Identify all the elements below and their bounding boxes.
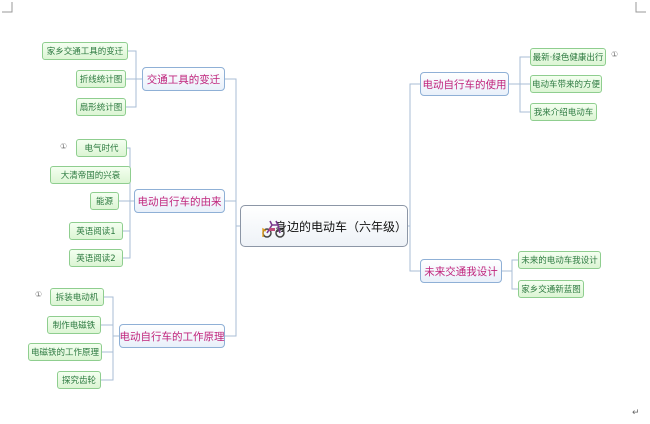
leaf-label: 探究齿轮 <box>61 376 96 386</box>
branch-future-transport[interactable]: 未来交通我设计 <box>420 259 502 283</box>
connector <box>126 79 137 108</box>
connector <box>519 84 530 113</box>
paragraph-mark: ↵ <box>632 408 640 418</box>
connector <box>408 83 420 227</box>
leaf-label: 未来的电动车我设计 <box>521 256 598 266</box>
marker-label: ① <box>35 290 43 299</box>
connector <box>101 336 114 381</box>
branch-label: 未来交通我设计 <box>424 265 498 278</box>
leaf-node[interactable]: 家乡交通工具的变迁 <box>42 42 128 60</box>
leaf-label: 我来介绍电动车 <box>533 108 594 118</box>
branch-ebike-principle[interactable]: 电动自行车的工作原理 <box>119 324 225 348</box>
leaf-node[interactable]: 大清帝国的兴衰 <box>50 166 131 184</box>
priority-marker-icon: ① <box>35 290 42 299</box>
leaf-node[interactable]: 我来介绍电动车 <box>530 103 597 121</box>
branch-label: 交通工具的变迁 <box>146 73 221 86</box>
leaf-label: 电动车带来的方便 <box>531 80 600 90</box>
leaf-node[interactable]: 电气时代 <box>76 139 127 157</box>
connector <box>128 50 142 80</box>
leaf-label: 大清帝国的兴衰 <box>60 171 121 181</box>
leaf-label: 家乡交通新蓝图 <box>521 285 581 295</box>
leaf-node[interactable]: 电动车带来的方便 <box>530 75 602 93</box>
leaf-label: 电磁铁的工作原理 <box>30 348 99 358</box>
leaf-node[interactable]: 折线统计图 <box>76 70 126 88</box>
leaf-node[interactable]: 英语阅读2 <box>69 249 123 267</box>
branch-transport-change[interactable]: 交通工具的变迁 <box>142 67 225 91</box>
connector <box>511 271 518 290</box>
marker-label: ① <box>611 50 619 59</box>
root-node[interactable]: 身边的电动车（六年级） <box>240 205 408 247</box>
priority-marker-icon: ① <box>611 50 618 59</box>
leaf-node[interactable]: 电磁铁的工作原理 <box>28 343 102 361</box>
marker-label: ① <box>60 142 68 151</box>
page-corner-mark <box>635 2 646 13</box>
connector <box>502 259 518 272</box>
leaf-node[interactable]: 扇形统计图 <box>76 98 126 116</box>
page-corner-mark <box>2 2 13 13</box>
leaf-node[interactable]: 家乡交通新蓝图 <box>518 280 584 298</box>
leaf-node[interactable]: 未来的电动车我设计 <box>518 251 601 269</box>
leaf-label: 折线统计图 <box>79 75 123 85</box>
leaf-label: 电气时代 <box>84 144 119 154</box>
leaf-label: 制作电磁铁 <box>52 321 96 331</box>
connector <box>225 226 237 337</box>
leaf-node[interactable]: 拆装电动机 <box>50 288 104 306</box>
connector <box>225 78 240 227</box>
leaf-label: 英语阅读2 <box>76 254 116 264</box>
connector <box>409 226 420 272</box>
connector <box>123 201 131 259</box>
leaf-label: 最新·绿色健康出行 <box>532 53 604 63</box>
leaf-label: 英语阅读1 <box>76 227 116 237</box>
branch-label: 电动自行车的工作原理 <box>119 330 225 343</box>
root-label: 身边的电动车（六年级） <box>275 219 408 234</box>
branch-label: 电动自行车的使用 <box>422 78 507 91</box>
branch-ebike-origin[interactable]: 电动自行车的由来 <box>134 189 225 213</box>
leaf-node[interactable]: 最新·绿色健康出行 <box>530 48 606 66</box>
leaf-label: 家乡交通工具的变迁 <box>46 47 124 57</box>
priority-marker-icon: ① <box>60 142 67 151</box>
branch-label: 电动自行车的由来 <box>137 195 222 208</box>
electric-bike-icon <box>262 220 285 238</box>
connector <box>104 296 119 337</box>
leaf-label: 能源 <box>95 197 113 207</box>
leaf-label: 扇形统计图 <box>79 103 123 113</box>
branch-ebike-use[interactable]: 电动自行车的使用 <box>420 72 509 96</box>
leaf-node[interactable]: 英语阅读1 <box>69 222 123 240</box>
leaf-node[interactable]: 探究齿轮 <box>57 371 101 389</box>
connector <box>509 56 530 85</box>
leaf-node[interactable]: 制作电磁铁 <box>47 316 101 334</box>
leaf-label: 拆装电动机 <box>55 293 99 303</box>
leaf-node[interactable]: 能源 <box>90 192 119 210</box>
